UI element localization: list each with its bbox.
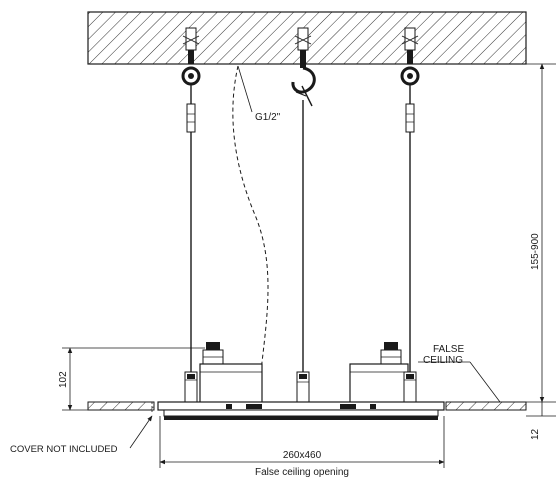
- opening-size-value: 260x460: [283, 450, 322, 461]
- opening-caption: False ceiling opening: [255, 467, 349, 478]
- left-anchor: [181, 27, 201, 133]
- middle-coupling: [296, 371, 310, 403]
- cover-note-leader: [129, 415, 153, 449]
- plate-thickness-value: 12: [530, 428, 541, 440]
- middle-anchor-hook: [291, 27, 316, 107]
- drop-range-value: 155-900: [530, 233, 541, 270]
- right-valve-body: [349, 342, 417, 405]
- cover-note-label: COVER NOT INCLUDED: [10, 444, 118, 455]
- false-ceiling-label-line1: FALSE: [433, 344, 464, 355]
- pipe-size-label: G1/2": [255, 112, 281, 123]
- dimension-body-height: 102: [58, 347, 205, 411]
- false-ceiling: [87, 401, 527, 414]
- dimension-plate-thickness: 12: [526, 402, 556, 440]
- body-height-value: 102: [58, 371, 69, 388]
- false-ceiling-label-line2: CEILING: [423, 355, 463, 366]
- pipe-size-leader: [237, 65, 253, 113]
- dimension-opening: 260x460 False ceiling opening: [159, 416, 445, 478]
- false-ceiling-leader: [469, 361, 501, 403]
- left-valve-body: [184, 342, 263, 405]
- shower-head-plate: [157, 401, 445, 420]
- dimension-drop-range: 155-900: [526, 63, 556, 403]
- flexible-supply-hose: [232, 65, 269, 405]
